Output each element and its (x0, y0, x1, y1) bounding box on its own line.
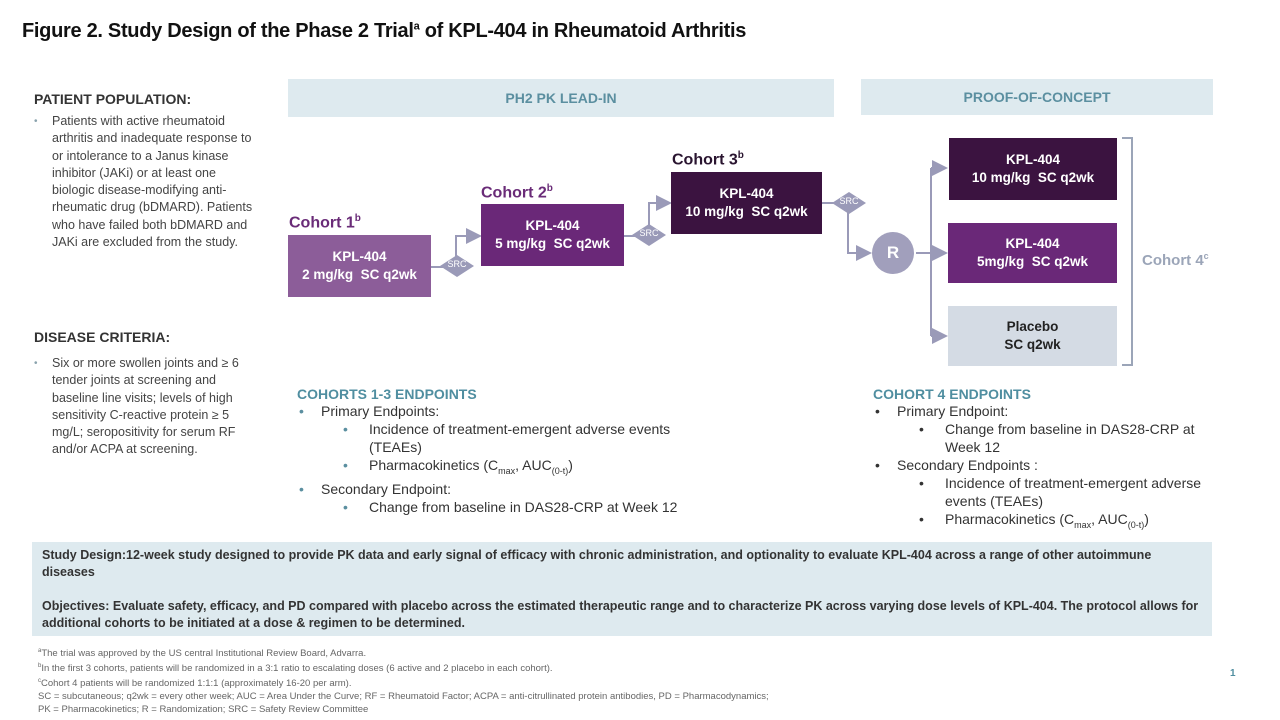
cohort2-box: KPL-404 5 mg/kg SC q2wk (481, 204, 624, 266)
cohort1-label: Cohort 1b (289, 213, 361, 232)
endpoint-item: Change from baseline in DAS28-CRP at Wee… (873, 420, 1223, 456)
cohort2-sup: b (546, 183, 553, 194)
cohort3-box: KPL-404 10 mg/kg SC q2wk (671, 172, 822, 234)
src-label: SRC (447, 259, 467, 269)
cohort4-arm-5mg: KPL-404 5mg/kg SC q2wk (948, 223, 1117, 283)
cohorts-1-3-endpoints: COHORTS 1-3 ENDPOINTS Primary Endpoints:… (297, 386, 717, 516)
cohort1-drug: KPL-404 (332, 249, 387, 264)
disease-criteria-heading: DISEASE CRITERIA: (34, 329, 171, 345)
objectives-text: Objectives: Evaluate safety, efficacy, a… (42, 599, 1199, 630)
disease-criteria-item: Six or more swollen joints and ≥ 6 tende… (34, 355, 254, 459)
pk-prefix: Pharmacokinetics (C (369, 457, 499, 473)
footnote-abbrev-2: PK = Pharmacokinetics; R = Randomization… (38, 703, 769, 716)
page-number: 1 (1230, 668, 1236, 679)
footnote-b: bIn the first 3 cohorts, patients will b… (38, 660, 769, 675)
cohort1-box: KPL-404 2 mg/kg SC q2wk (288, 235, 431, 297)
endpoint-item: Change from baseline in DAS28-CRP at Wee… (297, 498, 717, 516)
cohort4-sup: c (1203, 251, 1209, 261)
arm1-drug: KPL-404 (1005, 152, 1061, 167)
patient-population-list: Patients with active rheumatoid arthriti… (34, 113, 254, 251)
pk-sub2: (0-t) (1127, 519, 1145, 530)
title-rest: of KPL-404 in Rheumatoid Arthritis (419, 20, 747, 42)
footnotes: aThe trial was approved by the US centra… (38, 645, 769, 716)
randomization-node: R (872, 232, 914, 274)
pk-mid: , AUC (515, 457, 552, 473)
patient-population-item: Patients with active rheumatoid arthriti… (34, 113, 254, 251)
src-label: SRC (839, 196, 859, 206)
footnote-text: SC = subcutaneous; q2wk = every other we… (38, 691, 769, 703)
cohort3-label: Cohort 3b (672, 150, 744, 169)
endpoint-primary-label: Primary Endpoint: (873, 402, 1223, 420)
disease-criteria-list: Six or more swollen joints and ≥ 6 tende… (34, 355, 254, 459)
footnote-text: PK = Pharmacokinetics; R = Randomization… (38, 704, 369, 716)
endpoints-1-3-heading: COHORTS 1-3 ENDPOINTS (297, 386, 477, 402)
cohort2-label-text: Cohort 2 (481, 184, 547, 202)
pk-suffix: ) (568, 457, 573, 473)
cohort3-label-text: Cohort 3 (672, 151, 738, 169)
cohort4-arm-placebo: Placebo SC q2wk (948, 306, 1117, 366)
cohort1-sup: b (354, 213, 361, 224)
cohort4-bracket (1122, 137, 1133, 366)
footnote-a: aThe trial was approved by the US centra… (38, 645, 769, 660)
patient-population-heading: PATIENT POPULATION: (34, 91, 192, 107)
cohort2-dose: 5 mg/kg SC q2wk (495, 236, 610, 251)
footnote-text: Cohort 4 patients will be randomized 1:1… (41, 678, 352, 690)
pk-suffix: ) (1144, 511, 1149, 527)
pk-sub2: (0-t) (551, 465, 569, 476)
pk-sub1: max (498, 465, 516, 476)
endpoint-item: Incidence of treatment-emergent adverse … (873, 474, 1223, 510)
title-sup: a (413, 20, 420, 33)
figure-title: Figure 2. Study Design of the Phase 2 Tr… (22, 20, 746, 43)
footnote-c: cCohort 4 patients will be randomized 1:… (38, 675, 769, 690)
phase-lead-in-header: PH2 PK LEAD-IN (288, 79, 834, 117)
src-diamond-3: SRC (832, 192, 866, 214)
pk-sub1: max (1074, 519, 1092, 530)
study-design-box: Study Design:12-week study designed to p… (32, 542, 1212, 636)
cohort4-arm-10mg: KPL-404 10 mg/kg SC q2wk (949, 138, 1117, 200)
footnote-sup: b (38, 663, 42, 670)
endpoint-item-pk: Pharmacokinetics (Cmax, AUC(0-t)) (297, 456, 717, 480)
endpoints-4-heading: COHORT 4 ENDPOINTS (873, 386, 1031, 402)
footnote-text: The trial was approved by the US central… (41, 648, 367, 660)
endpoint-item-pk: Pharmacokinetics (Cmax, AUC(0-t)) (873, 510, 1223, 534)
cohort1-label-text: Cohort 1 (289, 214, 355, 232)
pk-prefix: Pharmacokinetics (C (945, 511, 1075, 527)
footnote-abbrev-1: SC = subcutaneous; q2wk = every other we… (38, 690, 769, 703)
phase-proof-of-concept-header: PROOF-OF-CONCEPT (861, 79, 1213, 115)
arm1-dose: 10 mg/kg SC q2wk (971, 170, 1095, 185)
patient-population-section: PATIENT POPULATION: Patients with active… (34, 91, 254, 251)
cohort2-drug: KPL-404 (525, 218, 580, 233)
footnote-text: In the first 3 cohorts, patients will be… (41, 663, 553, 675)
src-diamond-2: SRC (632, 224, 666, 246)
arm2-dose: 5mg/kg SC q2wk (976, 254, 1089, 269)
footnote-sup: a (38, 648, 42, 654)
arm3-drug: Placebo (1006, 319, 1059, 334)
src-diamond-1: SRC (440, 255, 474, 277)
cohort3-sup: b (737, 150, 744, 161)
cohort4-label-text: Cohort 4 (1142, 252, 1204, 269)
footnote-sup: c (38, 678, 41, 685)
arm3-dose: SC q2wk (1004, 337, 1061, 352)
cohort2-label: Cohort 2b (481, 183, 553, 202)
endpoint-secondary-label: Secondary Endpoint: (297, 480, 717, 498)
cohort3-dose: 10 mg/kg SC q2wk (685, 204, 808, 219)
cohort-4-endpoints: COHORT 4 ENDPOINTS Primary Endpoint: Cha… (873, 386, 1223, 534)
cohort3-drug: KPL-404 (719, 186, 774, 201)
study-design-text: Study Design:12-week study designed to p… (42, 548, 1152, 579)
endpoint-item: Incidence of treatment-emergent adverse … (297, 420, 717, 456)
title-text: Figure 2. Study Design of the Phase 2 Tr… (22, 20, 414, 42)
endpoint-secondary-label: Secondary Endpoints : (873, 456, 1223, 474)
endpoint-primary-label: Primary Endpoints: (297, 402, 717, 420)
arm2-drug: KPL-404 (1005, 236, 1060, 251)
cohort4-label: Cohort 4c (1142, 251, 1209, 269)
cohort1-dose: 2 mg/kg SC q2wk (302, 267, 417, 282)
pk-mid: , AUC (1091, 511, 1128, 527)
src-label: SRC (639, 228, 659, 238)
disease-criteria-section: DISEASE CRITERIA: Six or more swollen jo… (34, 329, 254, 459)
